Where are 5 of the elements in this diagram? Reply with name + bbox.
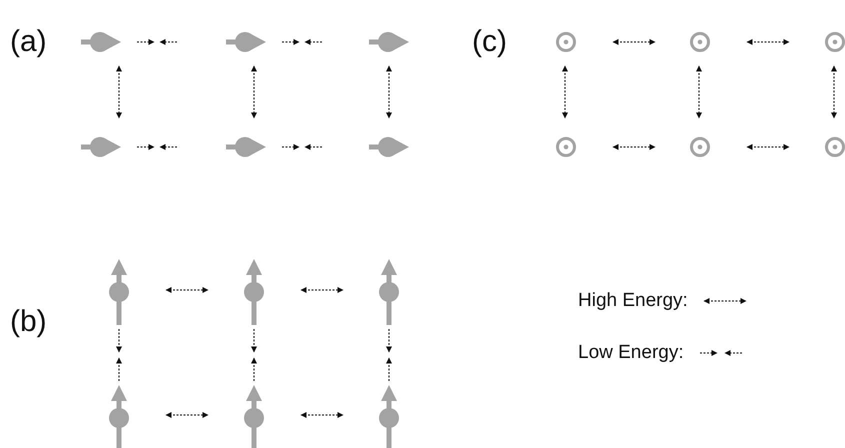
legend-text: Low Energy: xyxy=(578,342,684,364)
panel-label: (a) xyxy=(10,25,47,59)
panel-label: (c) xyxy=(472,25,507,59)
panel-label: (b) xyxy=(10,305,47,339)
legend-text: High Energy: xyxy=(578,290,688,312)
